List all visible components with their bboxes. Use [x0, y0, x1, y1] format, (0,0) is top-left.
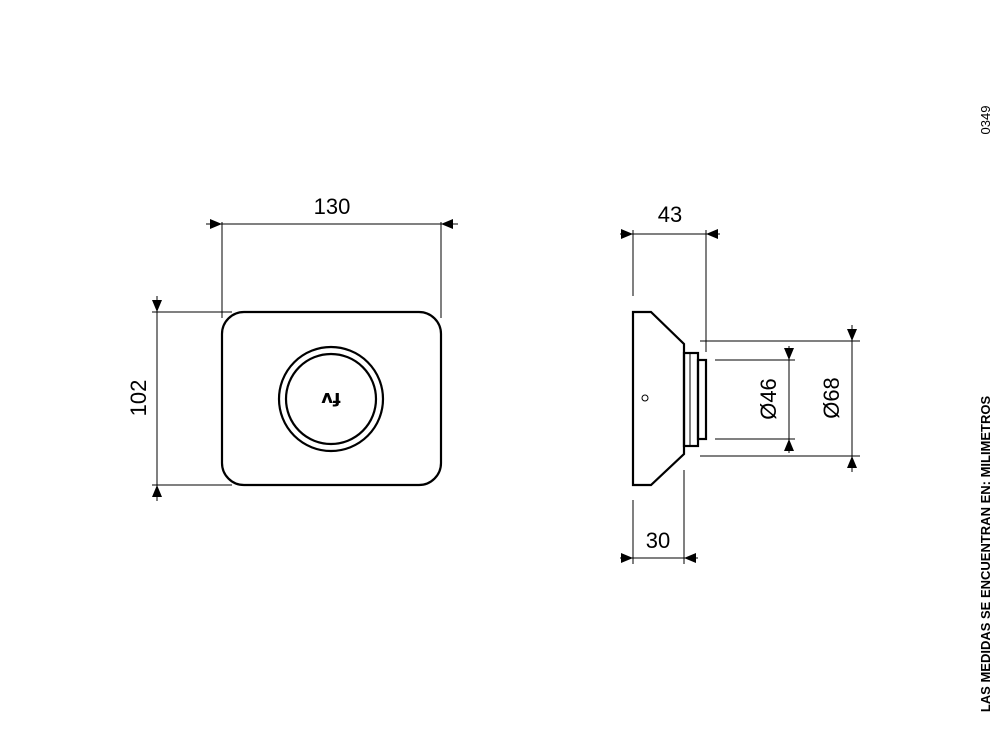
units-note: LAS MEDIDAS SE ENCUENTRAN EN: MILIMETROS [978, 396, 993, 713]
base-depth-dimension: 30 [620, 470, 698, 564]
side-plate-mark [641, 394, 649, 402]
side-view: 43 30 Ø46 Ø68 [620, 202, 860, 564]
depth-dimension: 43 [620, 202, 720, 352]
depth-label: 43 [658, 202, 682, 227]
side-plate-profile [631, 310, 686, 487]
inner-diameter-label: Ø46 [756, 378, 781, 420]
knob-step-1 [682, 351, 700, 448]
width-label: 130 [314, 194, 351, 219]
outer-diameter-dimension: Ø68 [700, 325, 860, 472]
width-dimension: 130 [206, 194, 458, 318]
height-dimension: 102 [126, 296, 232, 501]
knob-inner-ring [284, 352, 378, 446]
inner-diameter-dimension: Ø46 [715, 346, 795, 453]
front-view: fv 130 102 [126, 194, 458, 501]
knob-step-2 [696, 358, 708, 441]
drawing-code: 0349 [978, 106, 993, 135]
front-plate-outline [220, 310, 443, 487]
outer-diameter-label: Ø68 [819, 377, 844, 419]
knob-outer-ring [277, 345, 385, 453]
svg-text:fv: fv [321, 388, 341, 409]
fv-logo-icon: fv [321, 388, 341, 409]
base-depth-label: 30 [646, 528, 670, 553]
height-label: 102 [126, 380, 151, 417]
